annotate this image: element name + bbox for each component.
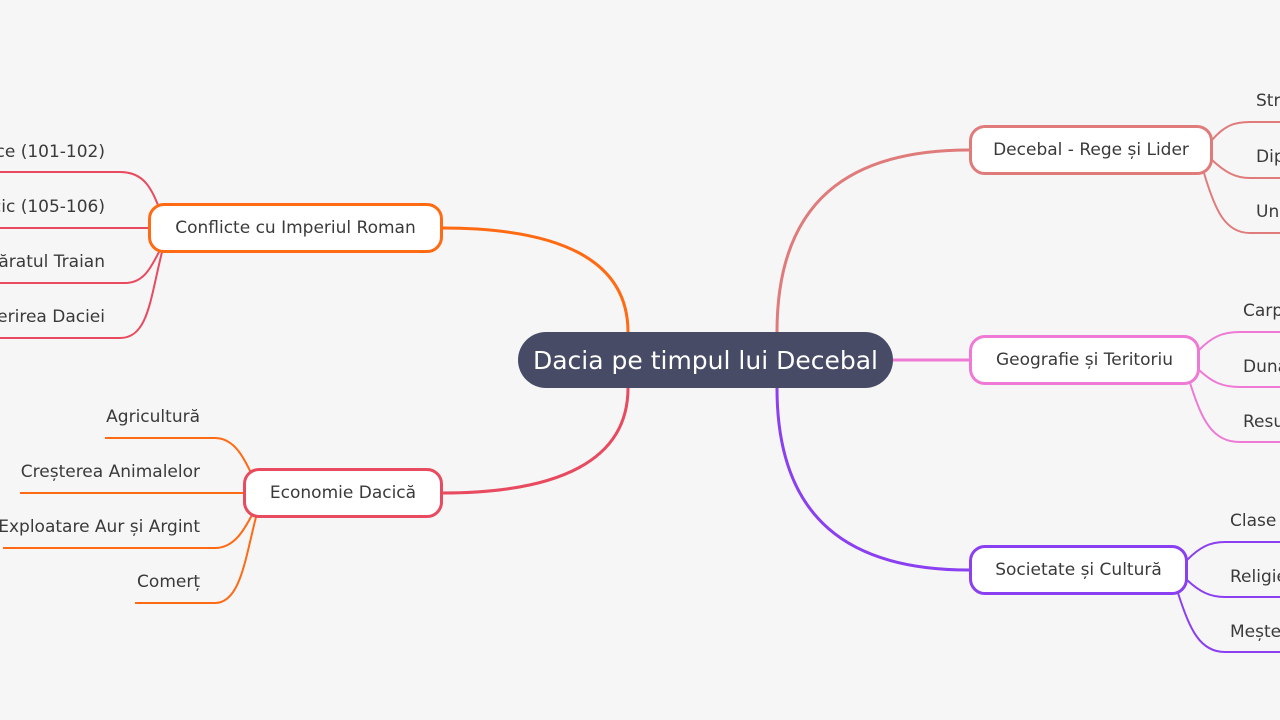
subtopic[interactable]: Carp (1243, 301, 1280, 321)
subtopic[interactable]: ice (101-102) (0, 142, 105, 162)
connector-decebal (775, 148, 970, 333)
subtopic[interactable]: ăratul Traian (0, 252, 105, 272)
subtopic[interactable]: Dună (1243, 357, 1280, 377)
subtopic[interactable]: Dip (1256, 147, 1280, 167)
subtopic[interactable]: Creșterea Animalelor (20, 462, 200, 482)
subtopic[interactable]: Un (1256, 202, 1280, 222)
subtopic[interactable]: Comerț (137, 572, 200, 592)
topic-decebal[interactable]: Decebal - Rege și Lider (969, 125, 1213, 175)
topic-economie[interactable]: Economie Dacică (243, 468, 443, 518)
geografie-leaf-lines (1189, 331, 1280, 443)
subtopic[interactable]: Agricultură (106, 407, 200, 427)
societate-leaf-lines (1177, 541, 1280, 653)
connector-conflicte (441, 226, 630, 333)
connector-economie (441, 387, 630, 495)
subtopic[interactable]: Religie (1230, 567, 1280, 587)
topic-geografie[interactable]: Geografie și Teritoriu (969, 335, 1200, 385)
central-topic[interactable]: Dacia pe timpul lui Decebal (518, 332, 893, 388)
decebal-leaf-lines (1203, 121, 1280, 234)
topic-societate[interactable]: Societate și Cultură (969, 545, 1188, 595)
subtopic[interactable]: Clase (1230, 511, 1277, 531)
subtopic[interactable]: cerirea Daciei (0, 307, 105, 327)
topic-conflicte[interactable]: Conflicte cu Imperiul Roman (148, 203, 443, 253)
subtopic[interactable]: Mește (1230, 622, 1280, 642)
subtopic[interactable]: Str (1256, 91, 1280, 111)
connector-societate (775, 387, 970, 572)
subtopic[interactable]: Resu (1243, 412, 1280, 432)
subtopic[interactable]: cic (105-106) (0, 197, 105, 217)
subtopic[interactable]: Exploatare Aur și Argint (0, 517, 200, 537)
